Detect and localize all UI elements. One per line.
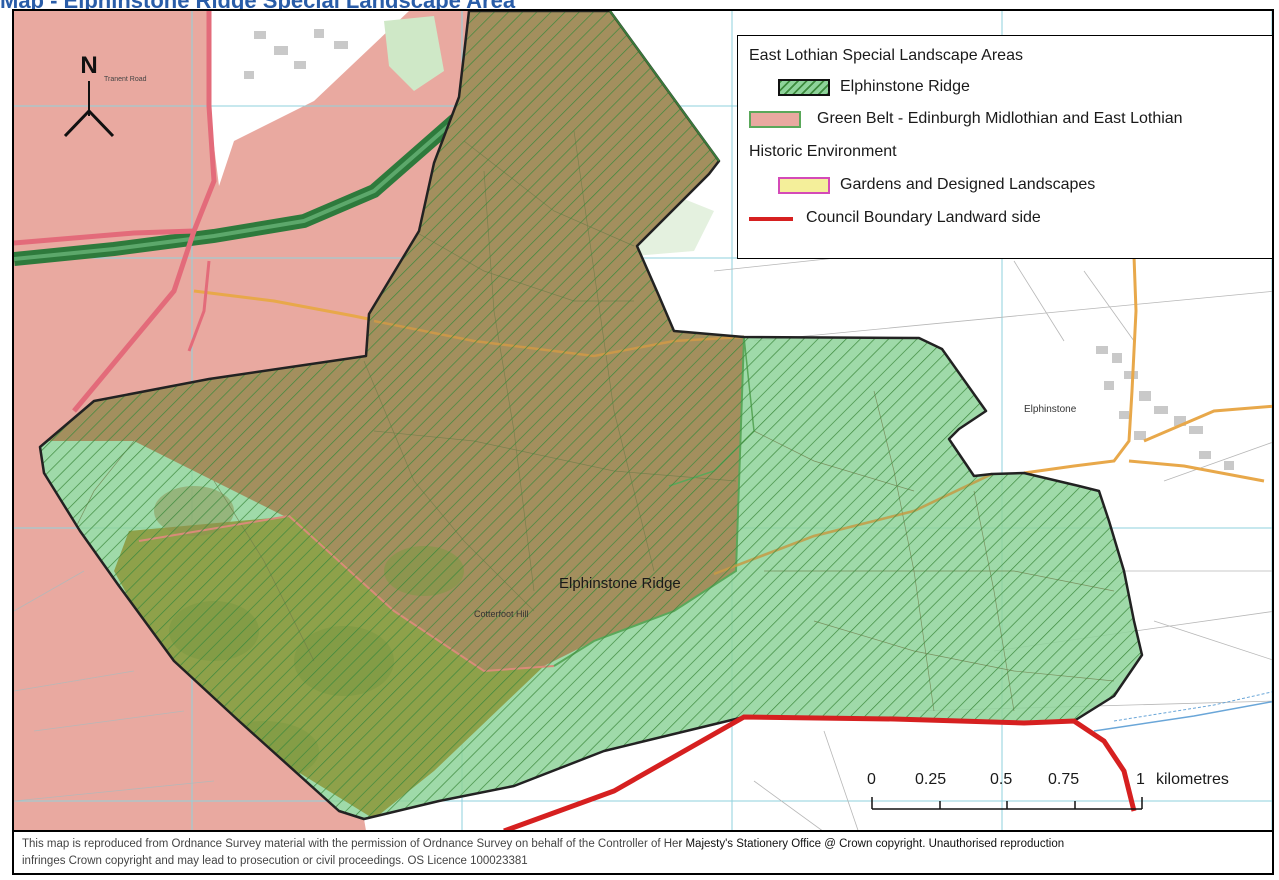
sla-swatch bbox=[778, 79, 830, 96]
legend-historic-heading: Historic Environment bbox=[749, 143, 897, 160]
scale-unit: kilometres bbox=[1156, 771, 1229, 788]
map-frame[interactable]: Tranent Road N Elphinstone Ridge Elphins… bbox=[12, 9, 1274, 875]
legend-heading: East Lothian Special Landscape Areas bbox=[749, 47, 1023, 64]
gardens-swatch bbox=[778, 177, 830, 194]
legend-green-belt-label: Green Belt - Edinburgh Midlothian and Ea… bbox=[817, 110, 1183, 127]
scale-tick-05: 0.5 bbox=[990, 771, 1013, 788]
a-road bbox=[72, 230, 197, 413]
legend-sla-label: Elphinstone Ridge bbox=[840, 78, 970, 95]
copyright-notice: This map is reproduced from Ordnance Sur… bbox=[12, 830, 1274, 875]
elphinstone-town-blocks bbox=[244, 29, 1234, 470]
stream bbox=[1093, 700, 1272, 732]
scale-bar-line bbox=[871, 797, 1143, 810]
railway bbox=[1113, 691, 1272, 722]
scale-tick-025: 0.25 bbox=[915, 771, 947, 788]
map-legend: East Lothian Special Landscape Areas Elp… bbox=[737, 35, 1272, 259]
legend-boundary-label: Council Boundary Landward side bbox=[806, 209, 1041, 226]
north-arrow-icon: N bbox=[63, 52, 115, 138]
town-area bbox=[209, 11, 409, 186]
legend-gardens-label: Gardens and Designed Landscapes bbox=[840, 176, 1096, 193]
green-belt-swatch bbox=[749, 111, 801, 128]
boundary-swatch bbox=[749, 217, 793, 221]
scale-bar: 0 0.25 0.5 0.75 1 kilometres bbox=[867, 771, 1265, 831]
copyright-text-2: r Majesty's Stationery Office @ Crown co… bbox=[678, 838, 1065, 850]
small-place-text: Tranent Road bbox=[104, 76, 147, 83]
sla-hatch bbox=[40, 11, 1142, 819]
cotterfoot-label: Cotterfoot Hill bbox=[474, 609, 529, 619]
copyright-text-3: infringes Crown copyright and may lead t… bbox=[22, 855, 528, 867]
elphinstone-town-label: Elphinstone bbox=[1024, 404, 1077, 415]
woodland-area bbox=[384, 16, 444, 91]
green-belt-outline bbox=[609, 11, 720, 162]
green-belt-west bbox=[14, 11, 469, 873]
ridge-label: Elphinstone Ridge bbox=[559, 575, 681, 592]
north-label: N bbox=[80, 52, 97, 79]
scale-tick-075: 0.75 bbox=[1048, 771, 1080, 788]
sla-boundary bbox=[38, 11, 1144, 821]
council-boundary-line bbox=[503, 714, 1137, 834]
copyright-text-1: This map is reproduced from Ordnance Sur… bbox=[22, 838, 679, 850]
scale-tick-0: 0 bbox=[867, 771, 876, 788]
a-road bbox=[187, 260, 211, 352]
a-road bbox=[14, 11, 217, 246]
scale-tick-1: 1 bbox=[1136, 771, 1145, 788]
map-canvas[interactable]: Tranent Road bbox=[14, 11, 1274, 875]
